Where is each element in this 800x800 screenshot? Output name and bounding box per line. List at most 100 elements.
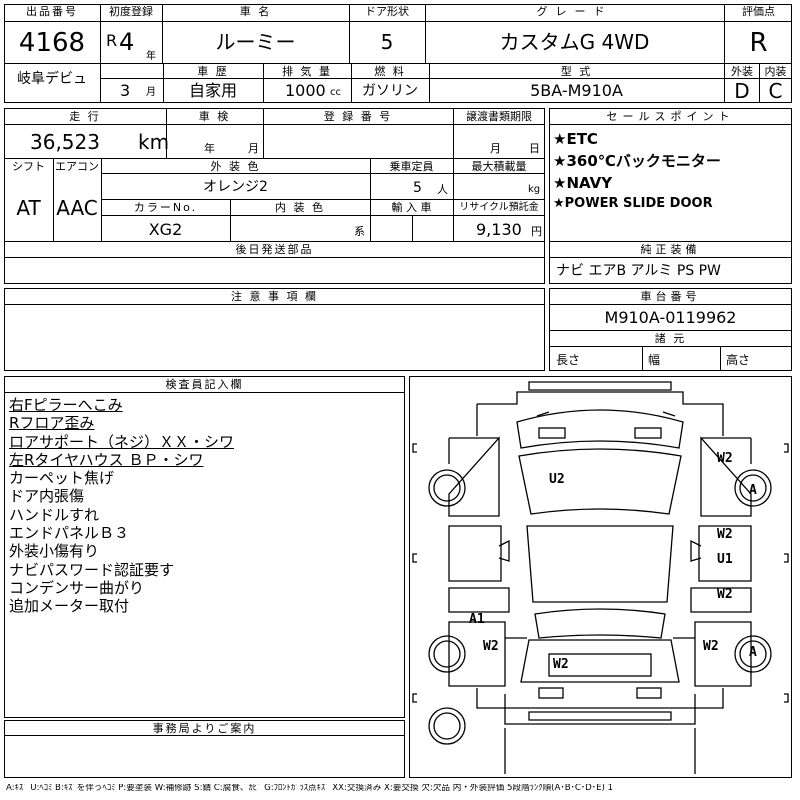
import-label: 輸 入 車 [391,201,432,214]
fuel-label: 燃 料 [374,65,406,78]
mark-a-front-right: A [749,483,757,498]
sales-point-2: ★360℃バックモニター [553,152,721,170]
score-label: 評価点 [742,5,775,18]
car-diagram [412,381,789,774]
ch-h1 [549,304,792,305]
height-label: 高さ [726,353,751,367]
d-h2 [4,158,545,159]
inspector-note: コンデンサー曲がり [9,578,145,597]
header-divider-3 [101,78,724,79]
lot-no-label: 出品番号 [26,5,78,18]
car-name: ルーミー [215,30,296,54]
insp-month-unit: 月 [248,142,259,155]
interior-grade: C [768,79,783,103]
displacement: 1000 [285,81,326,100]
seats-unit: 人 [437,183,448,196]
seats: 5 [413,180,422,196]
recycle-unit: 円 [531,225,542,238]
venue: 岐阜デビュ [17,71,87,87]
ch-v1 [642,346,643,371]
transfer-day-unit: 日 [529,142,540,155]
int-color-unit: 系 [354,225,365,238]
d-h5 [101,215,545,216]
year: 4 [119,28,135,56]
mileage-label: 走 行 [69,110,101,123]
inspector-note: 追加メーター取付 [9,597,130,616]
lot-no: 4168 [18,28,86,58]
d-v6 [370,158,371,199]
d-v5 [101,158,102,241]
sales-points-label: セールスポイント [606,110,735,123]
ch-h2 [549,330,792,331]
chassis-label: 車台番号 [640,290,701,303]
ins-h1 [4,392,405,393]
color-no-label: カラーNo. [133,201,198,214]
transfer-label: 譲渡書類期限 [466,110,532,123]
displacement-label: 排 気 量 [282,65,332,78]
equipment-value: ナビ エアB アルミ PS PW [556,263,721,279]
ac: AAC [56,196,98,220]
color-no: XG2 [148,220,183,239]
reg-no-label: 登 録 番 号 [323,110,393,123]
d-h1 [4,124,545,125]
inspector-note: ロアサポート（ネジ）ＸＸ・シワ [9,432,235,451]
notes-label: 注 意 事 項 欄 [231,290,318,303]
year-unit: 年 [146,51,156,62]
mark-u1: U1 [717,552,733,567]
grade-label: グレード [536,5,613,18]
equipment-box [549,241,792,284]
grade: カスタムG 4WD [499,30,650,54]
details-box [4,108,545,284]
doors-label: ドア形状 [365,5,409,18]
office-box [4,720,405,778]
model-label: 型 式 [560,65,593,78]
d-v4 [53,158,54,241]
mark-w2-right-low: W2 [717,587,733,602]
inspector-note: 外装小傷有り [9,542,100,561]
car-diagram-box [409,376,792,778]
sp-h1 [549,124,792,125]
parts-label: 後日発送部品 [235,243,314,256]
fuel: ガソリン [362,83,418,99]
eq-h1 [549,257,792,258]
mark-w2-front-right: W2 [717,451,733,466]
displacement-unit: cc [330,87,341,98]
inspector-note: エンドパネルＢ３ [9,524,130,543]
equipment-label: 純正装備 [640,243,701,256]
off-h1 [4,735,405,736]
d-v1 [166,108,167,158]
length-label: 長さ [556,353,581,367]
doors: 5 [380,30,394,54]
d-h3 [101,173,545,174]
d-v10 [412,215,413,241]
seats-label: 乗車定員 [389,160,434,173]
mark-w2-right-mid: W2 [717,527,733,542]
d-v3 [453,108,454,158]
recycle-label: リサイクル預託金 [459,202,539,213]
first-reg-label: 初度登録 [109,5,153,18]
month: 3 [120,81,131,100]
d-v7 [453,158,454,241]
v9 [429,63,430,103]
car-name-label: 車 名 [239,5,272,18]
d-h4 [101,199,545,200]
v6 [163,63,164,103]
mark-u2: U2 [549,472,565,487]
ch-h3 [549,346,792,347]
history: 自家用 [188,81,237,100]
v8 [351,63,352,103]
d-v9 [370,199,371,241]
mark-a1: A1 [469,612,485,627]
d-v8 [230,199,231,241]
v5 [724,4,725,103]
legend: A:ｷｽﾞ U:ﾍｺﾐ B:ｷｽﾞを伴うﾍｺﾐ P:要塗装 W:補修跡 S:錆 … [6,784,614,793]
max-load-label: 最大積載量 [471,160,527,173]
mileage-unit: km [138,130,170,154]
model: 5BA-M910A [530,81,623,100]
month-unit: 月 [146,87,156,98]
notes-box [4,288,545,371]
mark-w2-left-rear: W2 [483,639,499,654]
header-box [4,4,792,103]
sales-point-1: ★ETC [553,130,598,148]
score: R [749,28,768,58]
